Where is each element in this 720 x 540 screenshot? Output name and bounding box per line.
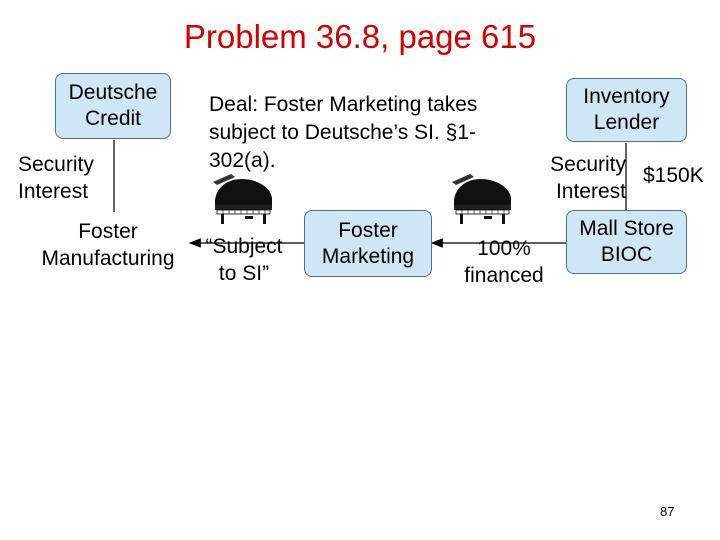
security-interest-right-label: Security Interest <box>550 153 626 203</box>
foster-marketing-box: Foster Marketing <box>304 210 432 277</box>
piano-icon <box>213 174 272 224</box>
inventory-lender-label: Inventory Lender <box>583 85 670 134</box>
foster-marketing-label: Foster Marketing <box>321 218 415 268</box>
deal-description: Deal: Foster Marketing takes subject to … <box>209 93 478 172</box>
financed-label: 100% financed <box>464 237 544 287</box>
page-title: Problem 36.8, page 615 <box>183 18 537 55</box>
security-interest-left-label: Security Interest <box>18 153 94 203</box>
deutsche-credit-label: Deutsche Credit <box>68 81 158 130</box>
foster-manufacturing-label: Foster Manufacturing <box>41 220 175 270</box>
deutsche-credit-box: Deutsche Credit <box>55 73 171 139</box>
mall-store-label: Mall Store BIOC <box>579 217 674 266</box>
inventory-lender-box: Inventory Lender <box>566 78 687 142</box>
subject-to-si-label: “Subject to SI” <box>205 235 283 285</box>
page-number: 87 <box>660 504 675 519</box>
amount-label: $150K <box>643 164 704 187</box>
piano-icon <box>452 174 511 224</box>
mall-store-box: Mall Store BIOC <box>566 210 687 274</box>
